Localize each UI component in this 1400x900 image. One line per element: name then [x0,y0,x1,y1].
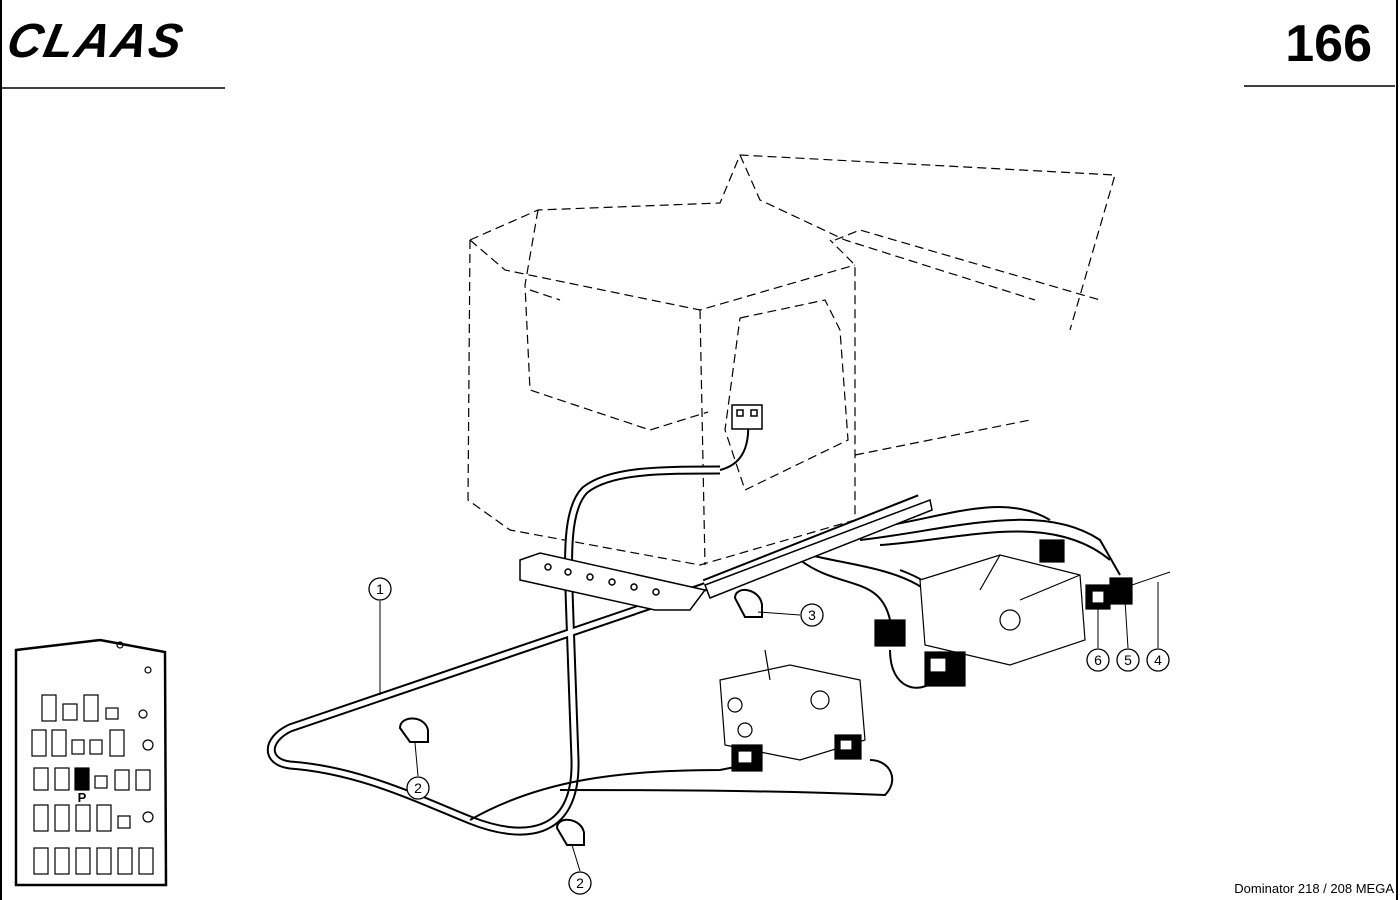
callout-4: 4 [1146,648,1170,672]
page-number: 166 [1285,15,1372,73]
svg-text:4: 4 [1154,652,1162,668]
svg-text:6: 6 [1094,652,1102,668]
valve-block-left [719,649,866,772]
leader-lines [379,582,1159,872]
mounting-bracket [519,498,933,611]
callout-3: 3 [800,603,824,627]
svg-text:3: 3 [808,607,816,623]
callout-2-lower: 2 [568,871,592,895]
callout-6: 6 [1086,648,1110,672]
svg-text:5: 5 [1124,652,1132,668]
fuse-panel: P [14,638,168,887]
svg-text:P: P [78,790,87,805]
cab-outline [467,154,1116,566]
model-designation: Dominator 218 / 208 MEGA [1234,881,1394,896]
valve-block-right [874,539,1171,687]
callout-5: 5 [1116,648,1140,672]
svg-text:1: 1 [376,581,384,597]
callout-1: 1 [368,577,392,601]
callout-2-upper: 2 [406,776,430,800]
svg-text:2: 2 [414,780,422,796]
svg-text:2: 2 [576,875,584,891]
cable-clips [398,589,763,846]
cab-connector [731,404,763,430]
